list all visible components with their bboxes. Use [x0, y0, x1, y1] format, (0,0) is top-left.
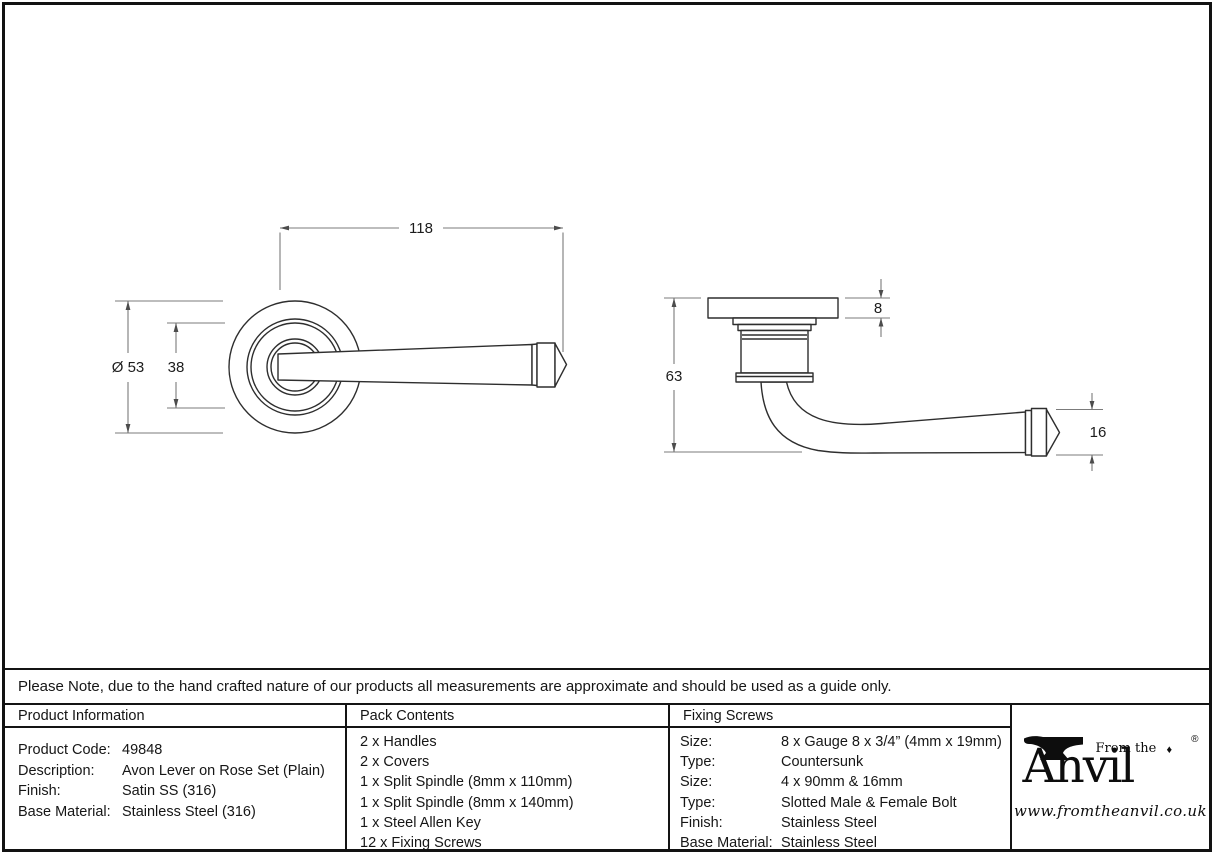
brand-url: www.fromtheanvil.co.uk — [1014, 801, 1207, 820]
spec-value: Slotted Male & Female Bolt — [781, 794, 957, 811]
product-information-body: Product Code: 49848 Description: Avon Leve… — [5, 728, 345, 822]
spec-label: Finish: — [18, 783, 61, 800]
spec-row: Size: 8 x Gauge 8 x 3/4” (4mm x 19mm) — [680, 732, 1010, 752]
spec-row: Product Code: 49848 — [18, 740, 345, 761]
spec-label: Size: — [680, 774, 713, 791]
pack-item: 1 x Split Spindle (8mm x 140mm) — [360, 794, 574, 811]
measurement-note: Please Note, due to the hand crafted nat… — [5, 668, 1209, 705]
spec-row: Type: Countersunk — [680, 752, 1010, 772]
pack-item: 2 x Covers — [360, 754, 430, 771]
from-the-anvil-logo: Anvil From the ♦ ® — [1022, 733, 1199, 799]
dim-rose-diameter: Ø 53 — [112, 300, 223, 434]
spec-row: Description: Avon Lever on Rose Set (Plai… — [18, 761, 345, 782]
side-view-drawing: 8 63 16 — [664, 279, 1106, 471]
spec-label: Size: — [680, 734, 713, 750]
brand-name: Anvil — [1022, 738, 1136, 794]
spec-value: 49848 — [122, 742, 163, 758]
dim-38-label: 38 — [168, 359, 185, 376]
spec-label: Base Material: — [18, 803, 111, 820]
spec-label: Type: — [680, 794, 716, 811]
info-table: Product Information Product Code: 49848 D… — [5, 705, 1209, 849]
spec-label: Base Material: — [680, 835, 773, 849]
spec-row: Finish: Stainless Steel — [680, 813, 1010, 833]
spec-value: Countersunk — [781, 754, 864, 771]
fixing-screws-column: Fixing Screws Size: 8 x Gauge 8 x 3/4” (4… — [668, 705, 1010, 849]
spec-label: Finish: — [680, 814, 723, 831]
pack-contents-column: Pack Contents 2 x Handles 2 x Covers 1 x… — [345, 705, 668, 849]
fixing-screws-body: Size: 8 x Gauge 8 x 3/4” (4mm x 19mm) Typ… — [670, 728, 1010, 849]
dim-118: 118 — [279, 220, 564, 352]
spec-value: Avon Lever on Rose Set (Plain) — [122, 762, 325, 779]
spec-row: Finish: Satin SS (316) — [18, 781, 345, 802]
dim-118-label: 118 — [409, 220, 433, 237]
spec-label: Description: — [18, 762, 95, 779]
dim-16-label: 16 — [1090, 424, 1107, 441]
spec-value: 4 x 90mm & 16mm — [781, 774, 903, 791]
pack-contents-body: 2 x Handles 2 x Covers 1 x Split Spindle… — [347, 728, 668, 849]
brand-cell: Anvil From the ♦ ® www.fromtheanvil.co.u… — [1010, 705, 1209, 849]
spec-row: Base Material: Stainless Steel — [680, 833, 1010, 849]
pack-item: 1 x Steel Allen Key — [360, 814, 481, 831]
lever-handle-front — [277, 342, 568, 388]
spec-value: Stainless Steel — [781, 835, 877, 849]
dim-diameter-label: Ø 53 — [112, 359, 145, 376]
dim-8-label: 8 — [874, 300, 882, 317]
anvil-icon — [1023, 735, 1083, 760]
dim-63: 63 — [664, 297, 802, 453]
diamond-icon: ♦ — [1166, 743, 1173, 756]
registered-mark: ® — [1191, 733, 1199, 745]
spec-row: Base Material: Stainless Steel (316) — [18, 802, 345, 823]
spec-row: Type: Slotted Male & Female Bolt — [680, 793, 1010, 813]
dim-38: 38 — [167, 322, 225, 409]
brand-tagline: From the — [1095, 740, 1157, 756]
front-view-drawing: 118 Ø 53 38 — [112, 220, 568, 434]
spec-value: Satin SS (316) — [122, 783, 217, 800]
spec-row: Size: 4 x 90mm & 16mm — [680, 772, 1010, 792]
pack-item: 12 x Fixing Screws — [360, 835, 482, 849]
spec-value: Stainless Steel — [781, 814, 877, 831]
dim-16: 16 — [1056, 393, 1106, 471]
spec-value: 8 x Gauge 8 x 3/4” (4mm x 19mm) — [781, 734, 1002, 750]
product-information-column: Product Information Product Code: 49848 D… — [5, 705, 345, 849]
spec-value: Stainless Steel (316) — [122, 803, 256, 820]
product-information-header: Product Information — [5, 705, 345, 728]
technical-drawings: 118 Ø 53 38 — [112, 220, 1106, 471]
measurement-note-text: Please Note, due to the hand crafted nat… — [18, 678, 892, 695]
dim-63-label: 63 — [666, 368, 683, 385]
rose-side — [707, 297, 839, 383]
spec-label: Product Code: — [18, 742, 111, 758]
lever-handle-side — [760, 381, 1061, 457]
pack-item: 2 x Handles — [360, 734, 437, 750]
spec-label: Type: — [680, 754, 716, 771]
fixing-screws-header: Fixing Screws — [670, 705, 1010, 728]
dim-8: 8 — [845, 279, 890, 337]
pack-contents-header: Pack Contents — [347, 705, 668, 728]
pack-item: 1 x Split Spindle (8mm x 110mm) — [360, 774, 573, 791]
